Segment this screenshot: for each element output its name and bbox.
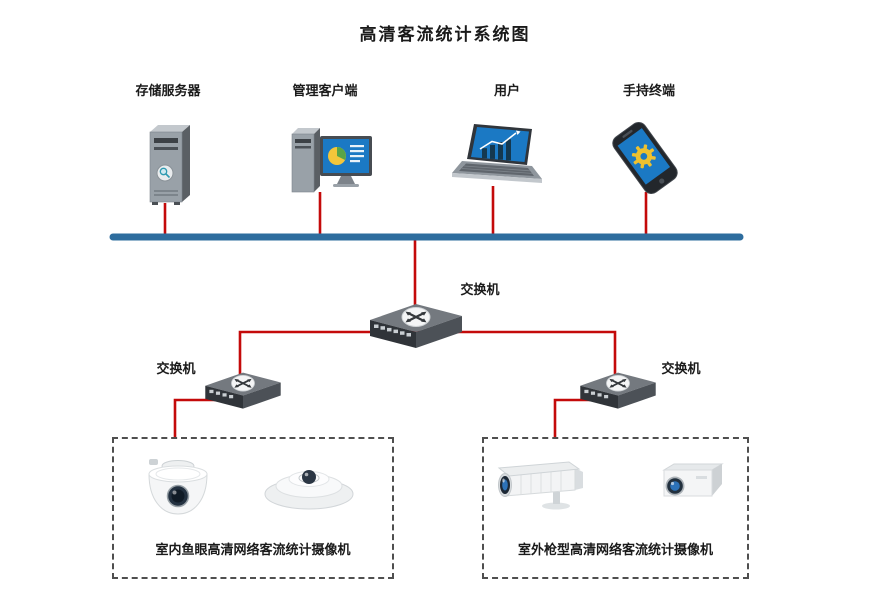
handheld-terminal-icon: [608, 118, 683, 198]
user-laptop-icon: [450, 122, 545, 192]
handheld-terminal-label: 手持终端: [622, 83, 675, 98]
center-switch-label: 交换机: [460, 282, 500, 297]
storage-server-icon: [138, 118, 200, 206]
management-client-label: 管理客户端: [292, 83, 358, 98]
left-switch-icon: [202, 366, 284, 412]
bullet-camera-icon: [495, 450, 590, 515]
fisheye-ceiling-camera-icon: [262, 452, 357, 517]
management-client-icon: [288, 122, 376, 200]
indoor-camera-group-box: 室内鱼眼高清网络客流统计摄像机: [112, 437, 394, 579]
indoor-camera-group-label: 室内鱼眼高清网络客流统计摄像机: [155, 542, 351, 557]
fisheye-dome-camera-icon: [140, 450, 215, 520]
page-title: 高清客流统计系统图: [359, 25, 531, 44]
right-switch-label: 交换机: [661, 361, 701, 376]
outdoor-camera-group-box: 室外枪型高清网络客流统计摄像机: [482, 437, 749, 579]
box-camera-icon: [648, 452, 728, 517]
user-label: 用户: [493, 83, 520, 98]
right-switch-icon: [577, 366, 659, 412]
left-switch-label: 交换机: [156, 361, 196, 376]
storage-server-label: 存储服务器: [135, 83, 201, 98]
center-switch-icon: [366, 296, 466, 352]
outdoor-camera-group-label: 室外枪型高清网络客流统计摄像机: [517, 542, 713, 557]
